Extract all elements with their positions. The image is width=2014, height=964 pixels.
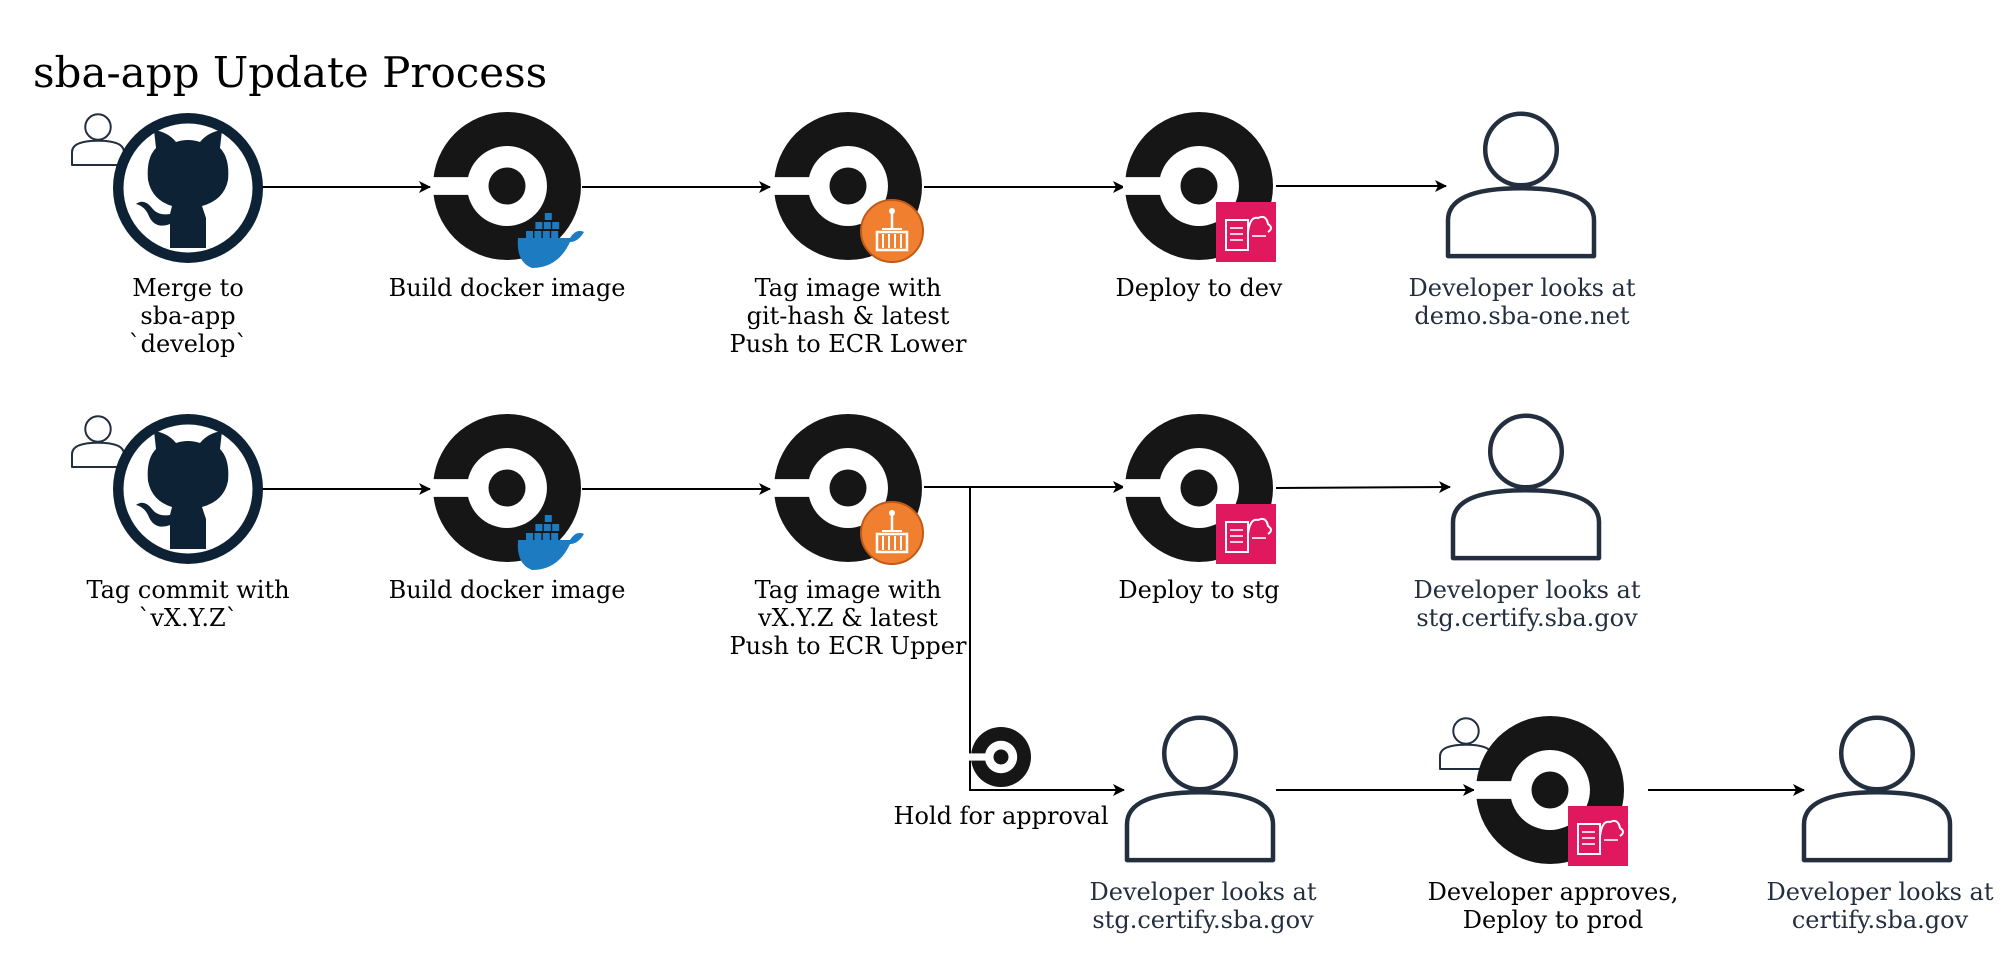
docker-icon-r1 (517, 213, 584, 268)
docker-icon-r2 (517, 515, 584, 570)
label-line: Developer looks at (1766, 878, 1994, 906)
circleci-hold-icon (969, 727, 1031, 787)
arrow-r2-4 (1275, 481, 1451, 494)
label-line: Deploy to dev (1115, 274, 1283, 302)
label-deploy-stg: Deploy to stg (1118, 576, 1279, 604)
circleci-prod-icon (1474, 716, 1624, 864)
label-line: Hold for approval (893, 802, 1109, 830)
user-small-icon-r3 (1439, 717, 1493, 770)
label-line: Developer looks at (1408, 274, 1636, 302)
cloudformation-icon-r3 (1568, 806, 1628, 866)
diagram-title: sba-app Update Process (33, 48, 548, 97)
label-approve-prod: Developer approves,Deploy to prod (1428, 878, 1679, 934)
developer-icon-r3 (1124, 715, 1276, 863)
label-line: Push to ECR Lower (729, 330, 967, 358)
label-build-docker-1: Build docker image (389, 274, 626, 302)
label-build-docker-2: Build docker image (389, 576, 626, 604)
label-line: `develop` (128, 330, 248, 358)
label-tag-commit: Tag commit with`vX.Y.Z` (86, 576, 289, 632)
label-line: git-hash & latest (746, 302, 950, 330)
developer-icon-r2 (1450, 413, 1602, 561)
label-line: vX.Y.Z & latest (758, 604, 938, 632)
ecr-icon-r1 (860, 199, 924, 263)
cloudformation-icon-r2 (1216, 504, 1276, 564)
github-icon-r2 (113, 414, 263, 564)
label-hold-approval: Hold for approval (894, 802, 1109, 830)
label-line: Tag image with (754, 274, 942, 302)
label-line: Deploy to prod (1462, 906, 1644, 934)
label-line: Build docker image (388, 576, 626, 604)
label-line: sba-app (140, 302, 236, 330)
user-small-icon-r1 (71, 113, 125, 166)
github-icon-r1 (113, 113, 263, 263)
label-deploy-dev: Deploy to dev (1116, 274, 1283, 302)
circleci-build-icon-r1 (431, 112, 581, 260)
label-line: Tag image with (754, 576, 942, 604)
developer-icon-prod (1801, 715, 1953, 863)
label-line: Push to ECR Upper (729, 632, 967, 660)
label-line: Merge to (132, 274, 244, 302)
label-line: Developer approves, (1427, 878, 1679, 906)
cloudformation-icon-r1 (1216, 202, 1276, 262)
developer-icon-r1 (1445, 111, 1597, 259)
label-line: stg.certify.sba.gov (1092, 906, 1314, 934)
label-line: Tag commit with (86, 576, 290, 604)
label-line: Developer looks at (1089, 878, 1317, 906)
label-line: certify.sba.gov (1791, 906, 1969, 934)
label-line: demo.sba-one.net (1414, 302, 1630, 330)
user-small-icon-r2 (71, 415, 125, 468)
label-line: `vX.Y.Z` (138, 604, 238, 632)
label-line: Deploy to stg (1118, 576, 1280, 604)
ecr-icon-r2 (860, 501, 924, 565)
label-line: stg.certify.sba.gov (1416, 604, 1638, 632)
label-line: Build docker image (388, 274, 626, 302)
circleci-build-icon-r2 (431, 414, 581, 562)
arrow-hold-approval (924, 486, 1125, 796)
label-line: Developer looks at (1413, 576, 1641, 604)
